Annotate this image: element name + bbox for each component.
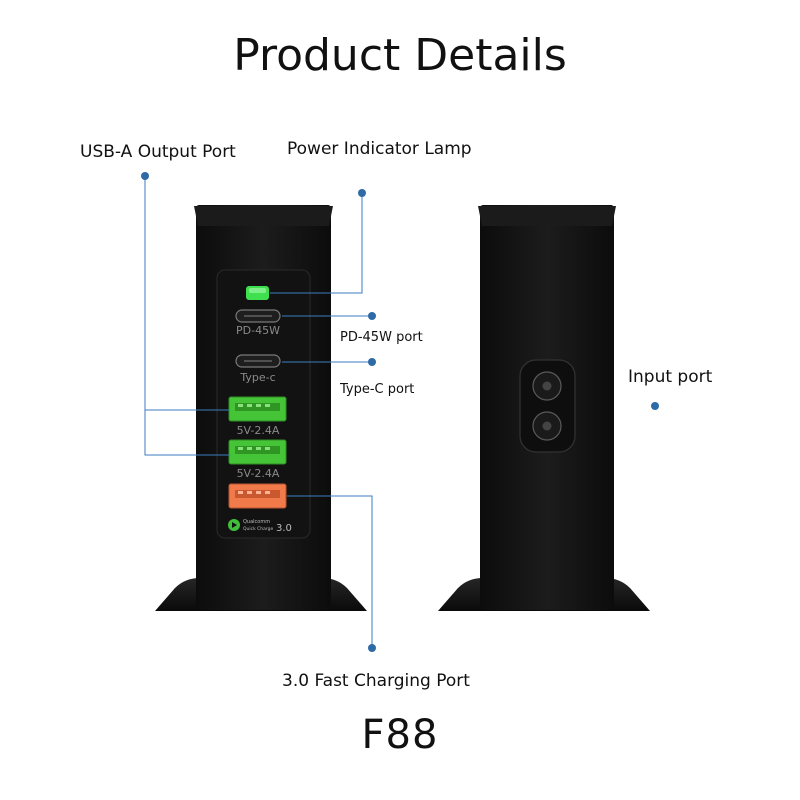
pd45w-port-callout-label: PD-45W port: [340, 330, 423, 345]
front-top-lip: [194, 206, 333, 226]
svg-text:Qualcomm: Qualcomm: [243, 519, 270, 525]
usb-a-callout-dot: [141, 172, 149, 180]
typec-callout-dot: [368, 358, 376, 366]
model-name: F88: [361, 712, 439, 758]
usb-a-port-2-label: 5V-2.4A: [237, 467, 280, 480]
front-device: PD-45W Type-c 5V-2.4A 5V-2.4A Qualcomm Q…: [155, 205, 367, 611]
ac-input-port: [519, 359, 576, 453]
power-indicator-lamp-label: Power Indicator Lamp: [287, 139, 472, 159]
quick-charge-logo: Qualcomm Quick Charge 3.0: [228, 519, 292, 534]
back-top-lip: [478, 206, 616, 226]
usb-a-port-1-label: 5V-2.4A: [237, 424, 280, 437]
type-c-port-callout-label: Type-C port: [340, 382, 415, 397]
fast-charging-port-label: 3.0 Fast Charging Port: [282, 671, 470, 691]
usb-a-output-port-label: USB-A Output Port: [80, 142, 236, 162]
back-device: [438, 205, 650, 611]
pd45w-port-label: PD-45W: [236, 324, 280, 337]
callout-dots: [141, 172, 659, 652]
input-port-callout-dot: [651, 402, 659, 410]
pd45w-callout-dot: [368, 312, 376, 320]
typec-port-label: Type-c: [239, 371, 275, 384]
page-title: Product Details: [233, 30, 567, 81]
power-lamp-callout-dot: [358, 189, 366, 197]
fast-charge-callout-dot: [368, 644, 376, 652]
svg-text:3.0: 3.0: [276, 523, 292, 534]
input-port-label: Input port: [628, 367, 713, 387]
svg-text:Quick Charge: Quick Charge: [243, 526, 274, 532]
callout-lines: [144, 176, 373, 648]
